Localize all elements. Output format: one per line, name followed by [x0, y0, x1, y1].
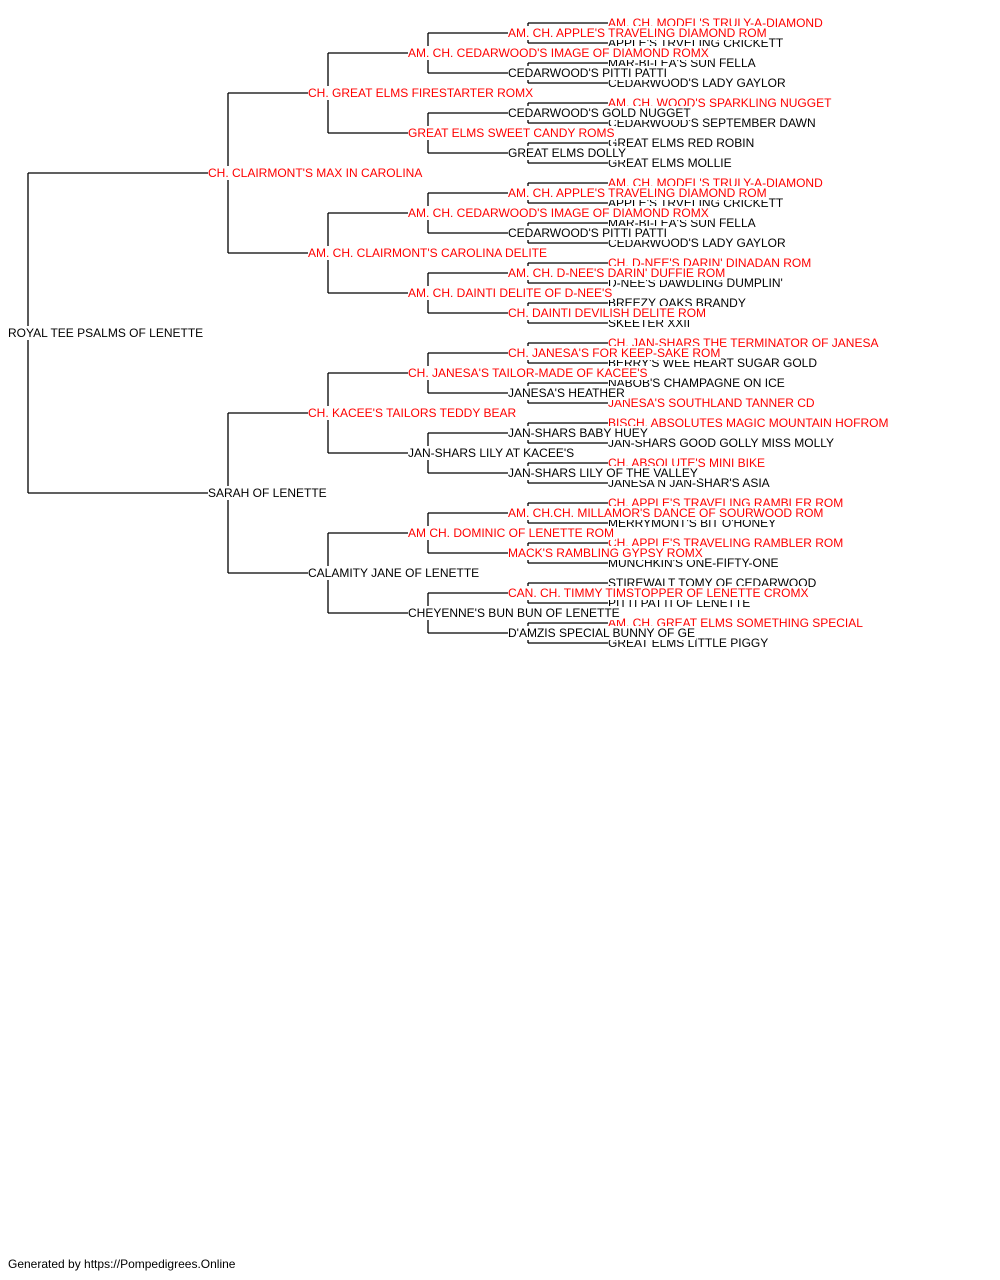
ancestor-name: BISCH. ABSOLUTES MAGIC MOUNTAIN HOFROM — [608, 416, 890, 430]
ancestor-name: CEDARWOOD'S PITTI PATTI — [508, 226, 668, 240]
ancestor-name: AM. CH. CEDARWOOD'S IMAGE OF DIAMOND ROM… — [408, 46, 710, 60]
ancestor-name: CH. JANESA'S FOR KEEP-SAKE ROM — [508, 346, 722, 360]
ancestor-name: SARAH OF LENETTE — [208, 486, 328, 500]
ancestor-name: CHEYENNE'S BUN BUN OF LENETTE — [408, 606, 621, 620]
ancestor-name: AM. CH. CLAIRMONT'S CAROLINA DELITE — [308, 246, 548, 260]
ancestor-name: AM. CH. CEDARWOOD'S IMAGE OF DIAMOND ROM… — [408, 206, 710, 220]
ancestor-name: CAN. CH. TIMMY TIMSTOPPER OF LENETTE CRO… — [508, 586, 810, 600]
ancestor-name: JAN-SHARS LILY OF THE VALLEY — [508, 466, 699, 480]
ancestor-name: AM. CH. DAINTI DELITE OF D-NEE'S — [408, 286, 614, 300]
ancestor-name: JAN-SHARS BABY HUEY — [508, 426, 649, 440]
ancestor-name: GREAT ELMS RED ROBIN — [608, 136, 756, 150]
ancestor-name: CH. CLAIRMONT'S MAX IN CAROLINA — [208, 166, 424, 180]
ancestor-name: CH. JANESA'S TAILOR-MADE OF KACEE'S — [408, 366, 649, 380]
ancestor-name: CH. KACEE'S TAILORS TEDDY BEAR — [308, 406, 518, 420]
ancestor-name: JAN-SHARS LILY AT KACEE'S — [408, 446, 576, 460]
footer-credit: Generated by https://Pompedigrees.Online — [8, 1257, 236, 1271]
ancestor-name: JANESA'S HEATHER — [508, 386, 626, 400]
ancestor-name: NABOB'S CHAMPAGNE ON ICE — [608, 376, 786, 390]
ancestor-name: CEDARWOOD'S GOLD NUGGET — [508, 106, 692, 120]
ancestor-name: MACK'S RAMBLING GYPSY ROMX — [508, 546, 704, 560]
ancestor-name: AM. CH. D-NEE'S DARIN' DUFFIE ROM — [508, 266, 727, 280]
ancestor-name: AM CH. DOMINIC OF LENETTE ROM — [408, 526, 616, 540]
ancestor-name: AM. CH.CH. MILLAMOR'S DANCE OF SOURWOOD … — [508, 506, 825, 520]
ancestor-name: GREAT ELMS DOLLY — [508, 146, 628, 160]
ancestor-name: JAN-SHARS GOOD GOLLY MISS MOLLY — [608, 436, 836, 450]
ancestor-name: CEDARWOOD'S PITTI PATTI — [508, 66, 668, 80]
subject-dog-name: ROYAL TEE PSALMS OF LENETTE — [8, 326, 205, 340]
ancestor-name: GREAT ELMS MOLLIE — [608, 156, 733, 170]
ancestor-name: CH. GREAT ELMS FIRESTARTER ROMX — [308, 86, 535, 100]
ancestor-name: GREAT ELMS SWEET CANDY ROMS — [408, 126, 616, 140]
ancestor-name: CALAMITY JANE OF LENETTE — [308, 566, 481, 580]
ancestor-name: AM. CH. APPLE'S TRAVELING DIAMOND ROM — [508, 26, 768, 40]
ancestor-name: CH. DAINTI DEVILISH DELITE ROM — [508, 306, 708, 320]
ancestor-name: D'AMZIS SPECIAL BUNNY OF GE — [508, 626, 696, 640]
ancestor-name: JANESA'S SOUTHLAND TANNER CD — [608, 396, 816, 410]
ancestor-name: AM. CH. APPLE'S TRAVELING DIAMOND ROM — [508, 186, 768, 200]
